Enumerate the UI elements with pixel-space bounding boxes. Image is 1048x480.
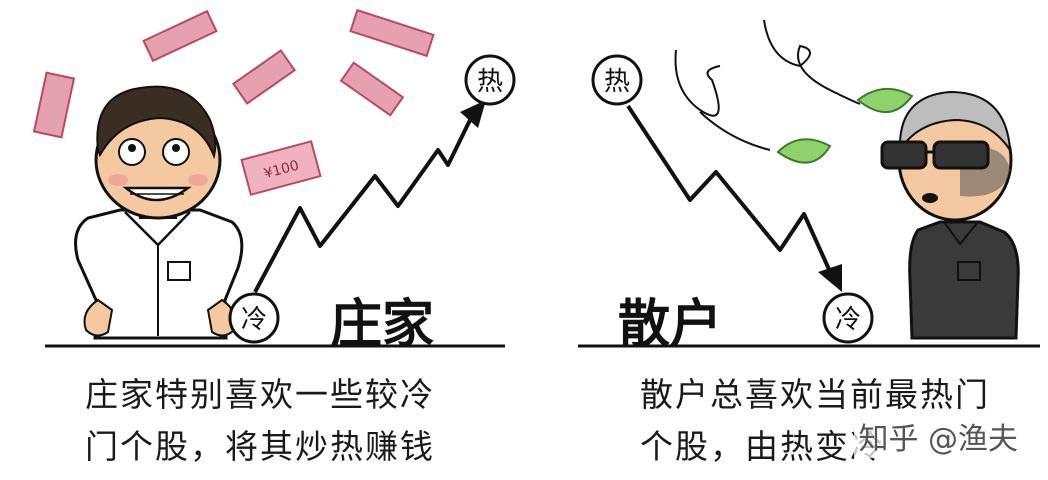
falling-trend-line (626, 104, 834, 277)
investor-left-lens (880, 140, 928, 170)
banknote (32, 71, 76, 139)
flying-leaves (674, 19, 914, 164)
leaf-trail (674, 49, 721, 117)
right-caption-line2: 个股，由热变冷 (640, 427, 885, 466)
left-caption-line2: 门个股，将其炒热赚钱 (85, 427, 435, 466)
right-hot-text: 热 (604, 67, 630, 97)
investor-hair (898, 90, 1012, 154)
banker-left-blush (108, 174, 128, 186)
left-cold-badge: 冷 (228, 292, 280, 344)
banker-hair (96, 85, 217, 160)
leaf-trail (699, 111, 771, 151)
leaf (856, 88, 914, 114)
right-caption-line1: 散户总喜欢当前最热门 (640, 375, 990, 414)
rising-arrow-head (460, 100, 486, 128)
banknotes-group: ¥100 (32, 8, 435, 196)
left-hot-text: 热 (477, 67, 503, 97)
watermark: 知乎 @渔夫 (854, 414, 1022, 458)
banker-right-blush (188, 174, 208, 186)
left-title: 庄家 (330, 295, 435, 355)
falling-arrow-head (818, 264, 842, 292)
banknote (349, 8, 435, 58)
leaf-trail (763, 19, 861, 105)
banker-character (74, 85, 244, 340)
retail-investor-character (880, 90, 1020, 340)
left-cold-text: 冷 (241, 305, 267, 335)
investor-right-lens (932, 140, 990, 170)
rising-trend-line (253, 115, 474, 293)
banknote (339, 61, 405, 117)
banknote (142, 9, 218, 63)
banknote-100: ¥100 (240, 140, 322, 196)
investor-mouth (922, 193, 938, 203)
investor-collar (943, 221, 979, 246)
banker-left-hand (83, 298, 114, 337)
leaf (776, 138, 832, 164)
investor-pocket (957, 261, 981, 281)
banknote (231, 49, 297, 105)
banker-right-pupil (172, 144, 180, 152)
right-cold-text: 冷 (835, 305, 861, 335)
right-title: 散户 (618, 295, 723, 355)
left-hot-badge: 热 (464, 54, 516, 106)
right-hot-badge: 热 (591, 54, 643, 106)
banker-pocket (167, 261, 191, 281)
right-cold-badge: 冷 (822, 292, 874, 344)
banker-left-pupil (128, 144, 136, 152)
left-caption-line1: 庄家特别喜欢一些较冷 (85, 375, 435, 414)
